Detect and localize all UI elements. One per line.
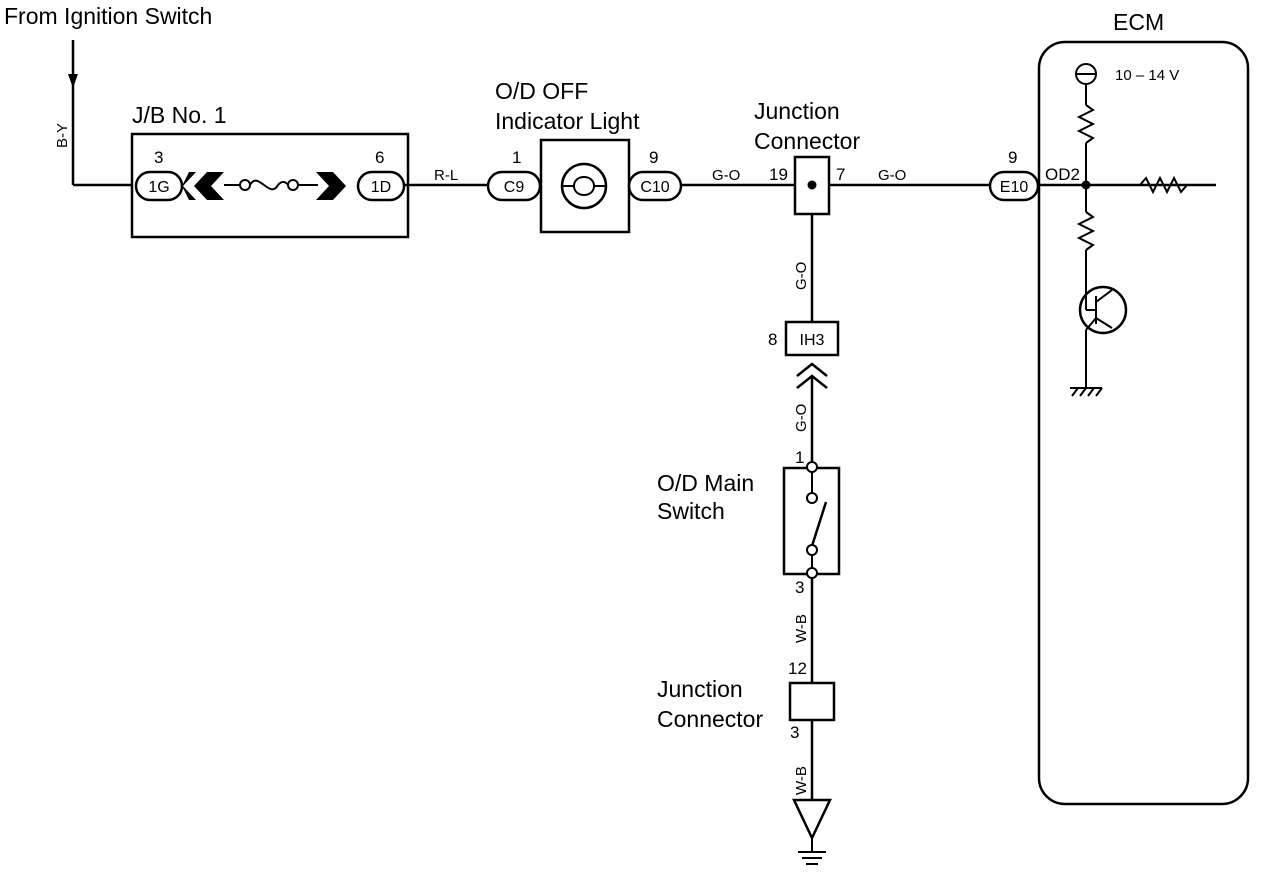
g-o-wire-1-label: G-O — [712, 167, 740, 184]
ignition-arrow-icon — [68, 74, 78, 88]
od-off-label-line1: O/D OFF — [495, 78, 588, 104]
connector-c9-label: C9 — [504, 179, 525, 196]
connector-ih3-label: IH3 — [800, 332, 825, 349]
w-b-wire-2-label: W-B — [793, 766, 810, 795]
voltage-label: 10 – 14 V — [1115, 67, 1179, 84]
pin-9-e10: 9 — [1008, 148, 1017, 167]
switch-contact-top — [806, 492, 818, 504]
pin-9-c10: 9 — [649, 148, 658, 167]
pullup-resistor-icon — [1076, 104, 1096, 144]
base-resistor-icon — [1076, 211, 1096, 251]
pin-3-jb: 3 — [154, 148, 163, 167]
jb-left-chevron-icon — [194, 172, 224, 200]
r-l-wire-label: R-L — [434, 167, 458, 184]
switch-blade-icon — [810, 501, 828, 547]
series-resistor-icon — [1139, 175, 1188, 195]
from-ignition-label: From Ignition Switch — [4, 3, 212, 29]
g-o-wire-2-label: G-O — [878, 167, 906, 184]
junction-bottom-label-line2: Connector — [657, 706, 763, 732]
pin-8: 8 — [768, 330, 777, 349]
bulb-icon — [560, 162, 608, 210]
pin-3-junction: 3 — [790, 723, 799, 742]
pin-7: 7 — [836, 165, 845, 184]
fuse-terminal-left — [239, 179, 251, 191]
w-b-wire-1-label: W-B — [793, 614, 810, 643]
pin-19: 19 — [769, 165, 788, 184]
junction-bottom-label-line1: Junction — [657, 676, 743, 702]
connector-ih3 — [784, 320, 840, 357]
pin-3-switch: 3 — [795, 578, 804, 597]
junction-connector-bottom — [788, 681, 836, 722]
jb-right-chevron-icon — [316, 172, 346, 200]
pin-1-switch: 1 — [795, 448, 804, 467]
g-o-vertical-wire-1-label: G-O — [793, 262, 810, 290]
g-o-vertical-wire-2-label: G-O — [793, 404, 810, 432]
junction-top-label-line1: Junction — [754, 98, 840, 124]
od-main-switch-label-line2: Switch — [657, 498, 725, 524]
od2-terminal-label: OD2 — [1045, 165, 1080, 184]
fuse-icon — [249, 179, 289, 191]
pin-1-c9: 1 — [512, 148, 521, 167]
od-main-switch-label-line1: O/D Main — [657, 470, 754, 496]
pin-6-jb: 6 — [375, 148, 384, 167]
od-off-label-line2: Indicator Light — [495, 108, 640, 134]
connector-1g-label: 1G — [148, 179, 169, 196]
switch-contact-bottom — [806, 544, 818, 556]
transistor-icon — [1078, 285, 1128, 335]
connector-c10-label: C10 — [640, 179, 669, 196]
connector-chevron-icon — [796, 362, 828, 377]
connector-1d-label: 1D — [371, 179, 391, 196]
pin-12: 12 — [788, 659, 807, 678]
ground-triangle-icon — [792, 798, 832, 841]
ecm-box — [1037, 40, 1250, 806]
b-y-wire-label: B-Y — [54, 123, 71, 148]
junction-top-label-line2: Connector — [754, 128, 860, 154]
jb-title: J/B No. 1 — [132, 102, 227, 128]
junction-node — [807, 180, 817, 190]
fuse-terminal-right — [287, 179, 299, 191]
connector-e10-label: E10 — [1000, 179, 1029, 196]
ecm-title: ECM — [1113, 9, 1164, 35]
